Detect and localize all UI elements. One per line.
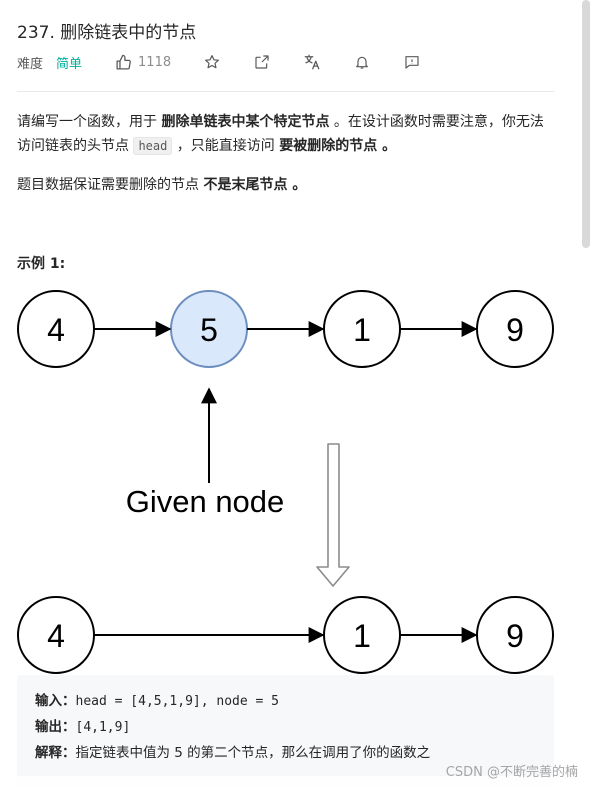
desc-text: 题目数据保证需要删除的节点 [17, 177, 204, 193]
like-button[interactable]: 1118 [114, 53, 171, 71]
watermark: CSDN @不断完善的楠 [445, 765, 578, 780]
bell-icon[interactable] [353, 53, 371, 71]
top-node-4-value: 9 [506, 312, 524, 348]
description-paragraph-1: 请编写一个函数，用于 删除单链表中某个特定节点 。在设计函数时需要注意，你无法访… [17, 110, 557, 158]
explain-label: 解释： [35, 745, 76, 761]
output-label: 输出： [35, 719, 76, 735]
example-title: 示例 1: [17, 256, 66, 272]
bottom-node-1-value: 4 [47, 618, 65, 654]
desc-punct: 。 [377, 138, 397, 154]
top-row: 4 5 1 9 [17, 290, 554, 368]
example-io-box: 输入：head = [4,5,1,9], node = 5 输出：[4,1,9]… [17, 675, 554, 787]
share-icon[interactable] [253, 53, 271, 71]
scrollbar-thumb[interactable] [582, 0, 590, 248]
input-label: 输入： [35, 693, 76, 709]
bottom-row: 4 1 9 [17, 596, 554, 674]
header-divider [17, 91, 554, 92]
top-node-1-value: 4 [47, 312, 65, 348]
output-value: [4,1,9] [75, 720, 131, 735]
difficulty-badge: 简单 [56, 56, 83, 72]
desc-bold: 不是末尾节点 [203, 177, 288, 193]
desc-punct: 。 [287, 177, 307, 193]
top-node-2-value: 5 [200, 312, 218, 348]
desc-bold: 要被删除的节点 [279, 138, 378, 154]
explain-value: 指定链表中值为 5 的第二个节点，那么在调用了你的函数之 [75, 745, 431, 761]
bottom-fade [0, 776, 592, 787]
problem-title: 237. 删除链表中的节点 [17, 23, 197, 43]
explain-line: 解释：指定链表中值为 5 的第二个节点，那么在调用了你的函数之 [35, 741, 430, 761]
inline-code-head: head [133, 137, 173, 155]
input-line: 输入：head = [4,5,1,9], node = 5 [35, 689, 279, 709]
difficulty-label: 难度 [17, 56, 44, 72]
desc-bold: 删除单链表中某个特定节点 [161, 114, 330, 130]
description-paragraph-2: 题目数据保证需要删除的节点 不是末尾节点 。 [17, 173, 557, 197]
problem-meta-bar: 难度 简单 1118 [17, 52, 421, 72]
given-node-label: Given node [126, 484, 285, 519]
bottom-node-2-value: 1 [353, 618, 371, 654]
thumbs-up-icon [114, 53, 132, 71]
translate-icon[interactable] [303, 53, 321, 71]
like-count: 1118 [138, 54, 172, 70]
feedback-icon[interactable] [403, 53, 421, 71]
desc-text: 请编写一个函数，用于 [17, 114, 162, 130]
desc-text: ，只能直接访问 [172, 138, 280, 154]
transition-down-arrow [316, 443, 350, 587]
star-icon[interactable] [203, 53, 221, 71]
linked-list-diagram: 4 5 1 9 Given node 4 1 9 [17, 290, 554, 674]
input-value: head = [4,5,1,9], node = 5 [75, 694, 280, 709]
scrollbar-track[interactable] [580, 0, 592, 787]
desc-text: 。在设计函数时需要注意，你无法访问链表的头节点 [17, 114, 544, 154]
output-line: 输出：[4,1,9] [35, 715, 130, 735]
top-node-3-value: 1 [353, 312, 371, 348]
bottom-node-3-value: 9 [506, 618, 524, 654]
